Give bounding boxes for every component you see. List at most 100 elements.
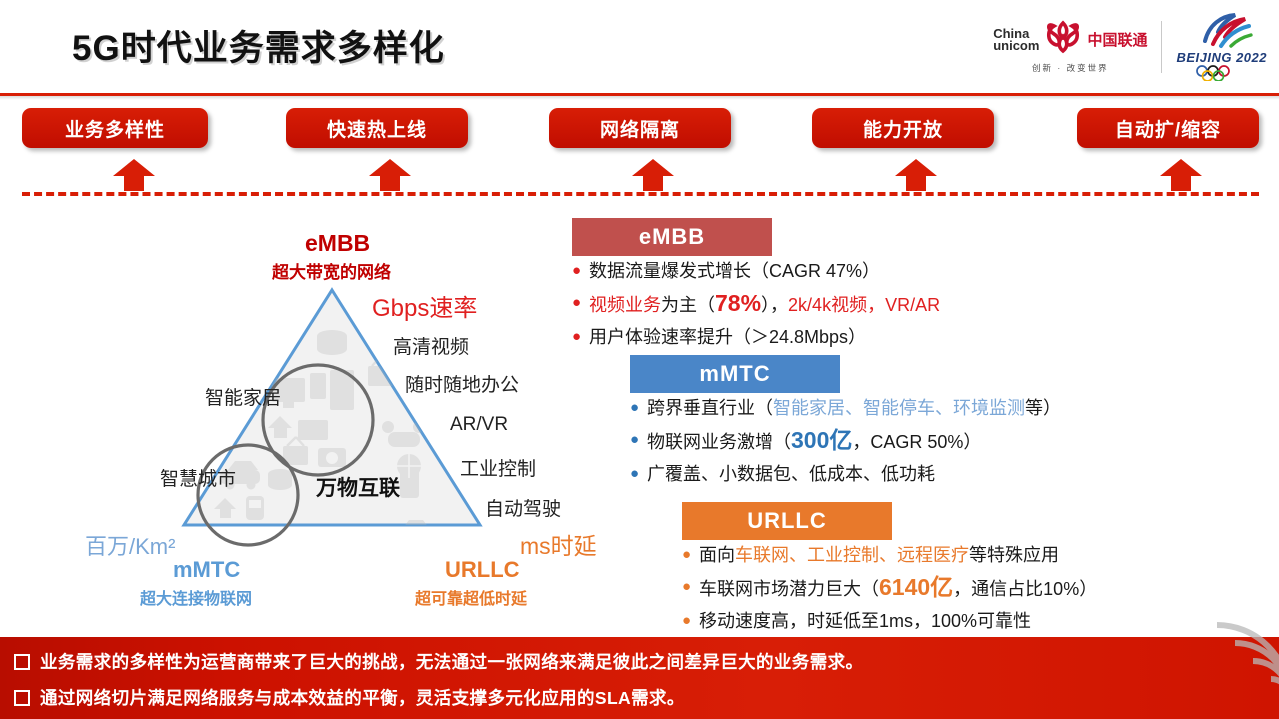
bullet-dot-icon: ●	[682, 578, 692, 595]
requirement-pill-label: 自动扩/缩容	[1114, 119, 1222, 141]
square-bullet-icon	[14, 653, 30, 670]
bullet-dot-icon: ●	[682, 546, 692, 563]
icon-house-2	[214, 498, 236, 518]
requirement-pill-label: 能力开放	[862, 119, 943, 141]
header-divider-shadow	[0, 96, 1279, 100]
dashed-separator	[22, 192, 1259, 196]
icon-cloud-db	[317, 330, 347, 355]
up-arrow-icon-1	[368, 158, 412, 192]
conclusion-item-1: 通过网络切片满足网络服务与成本效益的平衡，灵活支撑多元化应用的SLA需求。	[14, 685, 685, 710]
bullet-dot-icon: ●	[682, 612, 692, 629]
china-unicom-logo: China unicom 中国联通 创新 · 改变世界	[993, 20, 1161, 74]
unicom-en-line1: China	[993, 25, 1030, 41]
bullet-run: 视频业务	[589, 295, 661, 315]
triangle-left-item-0: 智能家居	[205, 388, 282, 409]
category-bullets-urllc: ●面向车联网、工业控制、远程医疗等特殊应用●车联网市场潜力巨大（6140亿，通信…	[682, 542, 1097, 640]
triangle-embb-title: eMBB	[305, 230, 371, 256]
unicom-cn-label: 中国联通	[1087, 32, 1148, 49]
icon-db-small	[268, 469, 292, 490]
bullet-item: ●跨界垂直行业（智能家居、智能停车、环境监测等）	[630, 395, 1061, 422]
bullet-run: 车联网、工业控制、远程医疗	[735, 545, 969, 565]
triangle-mmtc-subtitle: 超大连接物联网	[140, 591, 253, 608]
requirement-pill-4[interactable]: 自动扩/缩容	[1077, 108, 1259, 148]
logo-group: China unicom 中国联通 创新 · 改变世界	[993, 13, 1267, 81]
up-arrow-icon-2	[631, 158, 675, 192]
triangle-mmtc-metric: 百万/Km²	[85, 534, 176, 559]
triangle-right-item-3: 工业控制	[460, 459, 537, 480]
bullet-dot-icon: ●	[572, 328, 582, 345]
up-arrow-icon-4	[1159, 158, 1203, 192]
category-header-label: eMBB	[638, 224, 706, 249]
requirement-pill-label: 业务多样性	[64, 119, 165, 141]
category-bullets-embb: ● 数据流量爆发式增长（CAGR 47%） ● 视频业务为主（78%），2k/4k视频…	[572, 258, 940, 356]
bullet-run: 等特殊应用	[969, 545, 1059, 565]
bullet-dot-icon: ●	[572, 262, 582, 279]
bullet-dot-icon: ●	[630, 431, 640, 448]
decorative-arcs-watermark	[1216, 622, 1279, 685]
requirement-pill-label: 网络隔离	[599, 119, 680, 141]
bullet-text: 数据流量爆发式增长（CAGR 47%）	[589, 258, 880, 285]
bullet-run: 300亿	[791, 427, 853, 453]
bullet-item: ● 视频业务为主（78%），2k/4k视频，VR/AR	[572, 290, 940, 319]
requirement-pill-2[interactable]: 网络隔离	[549, 108, 731, 148]
unicom-en-line2: unicom	[993, 37, 1040, 53]
bullet-item: ● 物联网业务激增（300亿，CAGR 50%）	[630, 427, 1061, 456]
triangle-right-item-4: 自动驾驶	[485, 499, 562, 520]
triangle-right-item-0: 高清视频	[393, 337, 470, 358]
highlight-circle-bottom	[196, 443, 300, 547]
bullet-run: 为主（	[661, 295, 715, 315]
requirement-pill-0[interactable]: 业务多样性	[22, 108, 208, 148]
logo-divider	[1161, 21, 1163, 73]
unicom-knot-icon	[1043, 20, 1083, 59]
category-header-label: mMTC	[699, 361, 771, 386]
requirement-pill-1[interactable]: 快速热上线	[286, 108, 468, 148]
triangle-mmtc-title: mMTC	[173, 557, 241, 582]
icon-house	[268, 416, 292, 438]
bullet-item: ● 数据流量爆发式增长（CAGR 47%）	[572, 258, 940, 285]
bullet-run: 用户体验速率提升（＞24.8Mbps）	[589, 327, 867, 347]
bullet-text: 移动速度高，时延低至1ms，100%可靠性	[699, 608, 1031, 635]
triangle-graphic	[181, 287, 483, 547]
icon-car-right	[403, 520, 429, 525]
capability-triangle: eMBB 超大带宽的网络 Gbps速率 mMTC 超大连接物联网 百万/Km² …	[85, 230, 597, 620]
up-arrow-icon-3	[894, 158, 938, 192]
bullet-text: 广覆盖、小数据包、低成本、低功耗	[647, 461, 935, 488]
olympic-rings-icon	[1195, 65, 1230, 81]
bullet-dot-icon: ●	[572, 294, 582, 311]
bullet-run: 智能家居、智能停车、环境监测	[773, 398, 1025, 418]
bullet-text: 物联网业务激增（300亿，CAGR 50%）	[647, 427, 981, 456]
bullet-run: 跨界垂直行业（	[647, 398, 773, 418]
bullet-dot-icon: ●	[630, 399, 640, 416]
page-title: 5G时代业务需求多样化	[72, 29, 445, 68]
bullet-run: 数据流量爆发式增长（CAGR 47%）	[589, 261, 881, 281]
bullet-run: 移动速度高，时延低至1ms，100%可靠性	[699, 611, 1032, 631]
beijing-2022-logo: BEIJING 2022	[1162, 13, 1267, 81]
bullet-item: ● 移动速度高，时延低至1ms，100%可靠性	[682, 608, 1097, 635]
bullet-dot-icon: ●	[630, 465, 640, 482]
up-arrow-icon-0	[112, 158, 156, 192]
bullet-item: ● 车联网市场潜力巨大（6140亿，通信占比10%）	[682, 574, 1097, 603]
icon-tablet	[310, 373, 326, 399]
icon-server	[330, 370, 354, 410]
bullet-run: 车联网市场潜力巨大（	[699, 579, 879, 599]
category-header-urllc: URLLC	[682, 502, 892, 540]
bullet-text: 用户体验速率提升（＞24.8Mbps）	[589, 324, 866, 351]
triangle-center-label: 万物互联	[316, 477, 400, 500]
unicom-tagline: 创新 · 改变世界	[1032, 63, 1109, 73]
bullet-run: ，CAGR 50%）	[852, 432, 982, 452]
header-divider	[0, 93, 1279, 96]
bullet-run: ，通信占比10%）	[953, 579, 1098, 599]
bullet-run: 2k/4k视频，VR/AR	[788, 295, 941, 315]
icon-camera	[318, 448, 346, 467]
beijing-wordmark: BEIJING 2022	[1176, 50, 1267, 65]
icon-train	[246, 496, 264, 520]
bullet-item: ●面向车联网、工业控制、远程医疗等特殊应用	[682, 542, 1097, 569]
icon-laptop	[298, 420, 328, 440]
category-bullets-mmtc: ●跨界垂直行业（智能家居、智能停车、环境监测等）●物联网业务激增（300亿，CA…	[630, 395, 1061, 493]
icon-car-left	[220, 461, 260, 490]
square-bullet-icon	[14, 689, 30, 706]
category-header-embb: eMBB	[572, 218, 772, 256]
requirement-pill-3[interactable]: 能力开放	[812, 108, 994, 148]
bullet-text: 视频业务为主（78%），2k/4k视频，VR/AR	[589, 290, 940, 319]
bullet-run: 6140亿	[879, 574, 954, 600]
